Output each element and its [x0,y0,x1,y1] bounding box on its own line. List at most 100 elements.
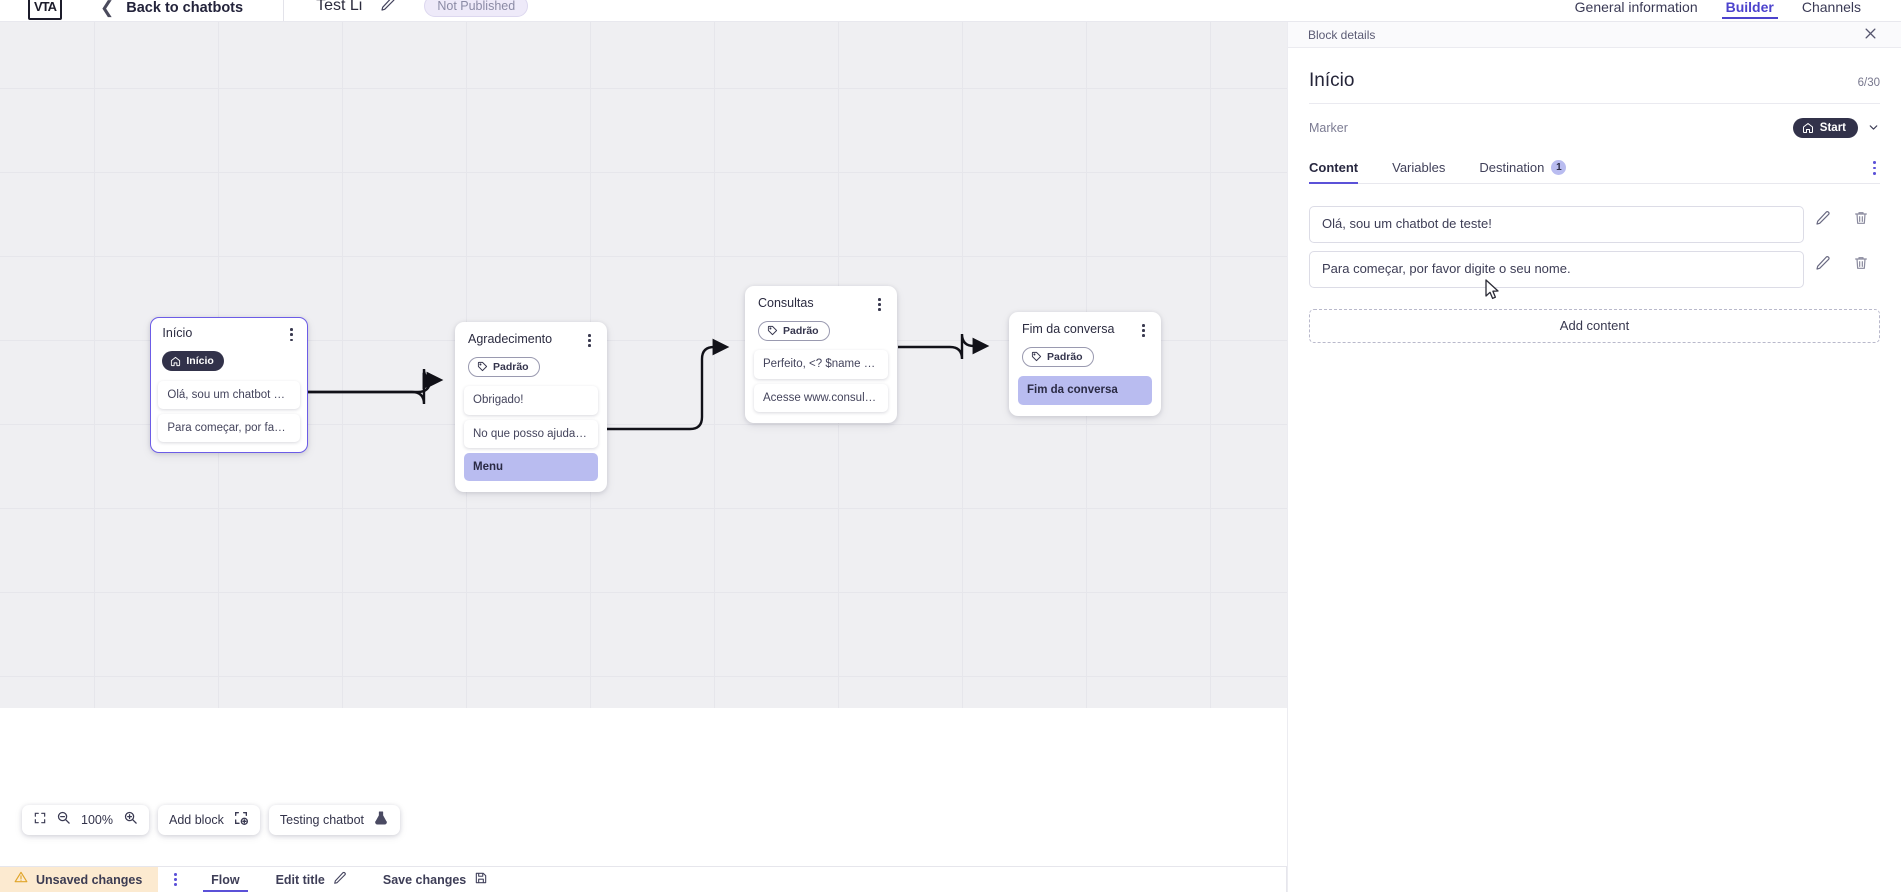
panel-tab-destination[interactable]: Destination 1 [1479,153,1567,183]
testing-chatbot-button[interactable]: Testing chatbot [268,805,400,835]
panel-tab-bar: Content Variables Destination 1 [1309,153,1880,184]
publish-status-badge: Not Published [424,0,529,17]
block-title: Início [1309,70,1355,91]
node-content-rows: Olá, sou um chatbot de teste! Para começ… [158,380,300,443]
zoom-controls-group: 100% [22,805,149,835]
node-row[interactable]: Obrigado! [464,386,598,415]
content-item-text[interactable]: Para começar, por favor digite o seu nom… [1309,250,1804,288]
node-marker-chip-default: Padrão [758,320,830,341]
pencil-icon [333,871,347,888]
flow-node-consultas[interactable]: Consultas Padrão Perfeito, <? $name ?>! … [745,286,897,424]
node-row[interactable]: Para começar, por favor digite o ... [158,414,300,443]
panel-tab-variables[interactable]: Variables [1392,153,1445,183]
marker-value-chip: Start [1792,118,1858,138]
save-changes-label: Save changes [382,872,467,887]
zoom-out-icon[interactable] [56,810,71,830]
edge-consultas-fim [898,333,990,360]
content-item-actions [1804,206,1880,226]
app-logo[interactable]: VTA [28,0,62,20]
node-row[interactable]: Olá, sou um chatbot de teste! [158,380,300,410]
node-menu-icon[interactable] [874,296,885,313]
panel-body: Início 6/30 Marker Start Content Variabl… [1288,48,1901,343]
tab-builder[interactable]: Builder [1712,0,1788,19]
unsaved-changes-indicator: Unsaved changes [0,867,159,892]
node-menu-icon[interactable] [1138,322,1149,339]
fit-screen-icon[interactable] [33,811,47,830]
content-item-list: Olá, sou um chatbot de teste! Para começ… [1309,184,1880,288]
node-row-menu[interactable]: Menu [464,453,598,482]
node-menu-icon[interactable] [584,332,595,349]
panel-overflow-menu-icon[interactable] [1869,153,1880,182]
node-row[interactable]: Perfeito, <? $name ?>! [754,350,888,379]
node-header: Fim da conversa [1018,322,1152,339]
node-title: Consultas [758,296,814,310]
trash-icon[interactable] [1842,210,1880,226]
node-marker-chip-label: Padrão [783,324,819,337]
header-divider [283,0,285,21]
node-marker-chip-start: Início [162,351,224,372]
node-row-fim[interactable]: Fim da conversa [1018,376,1152,405]
content-item-text[interactable]: Olá, sou um chatbot de teste! [1309,206,1804,243]
back-chevron-icon[interactable]: ❮ [100,0,115,17]
node-content-rows: Perfeito, <? $name ?>! Acesse www.consul… [754,350,888,413]
tab-general-information[interactable]: General information [1574,0,1698,15]
panel-title-row: Início 6/30 [1309,48,1880,104]
close-icon[interactable] [1863,26,1878,44]
flow-node-inicio[interactable]: Início Início Olá, sou um chatbot de tes… [150,317,308,453]
block-title-char-count: 6/30 [1857,77,1880,89]
marker-label: Marker [1309,121,1348,135]
edge-agradecimento-consultas [607,338,730,431]
marker-selector[interactable]: Start [1792,118,1880,138]
content-item-actions [1804,251,1880,271]
add-content-button[interactable]: Add content [1309,308,1880,343]
tag-icon [1031,352,1042,362]
node-menu-icon[interactable] [286,326,297,343]
trash-icon[interactable] [1842,255,1880,271]
flow-canvas[interactable]: Início Início Olá, sou um chatbot de tes… [0,22,1287,708]
flow-tab-label: Flow [211,872,240,887]
edit-title-button[interactable]: Edit title [258,867,365,892]
tag-icon [477,362,488,372]
node-content-rows: Obrigado! No que posso ajudar, <? $name … [464,386,598,482]
flow-node-fim-da-conversa[interactable]: Fim da conversa Padrão Fim da conversa [1009,312,1161,416]
node-content-rows: Fim da conversa [1018,376,1152,405]
block-details-panel: Block details Início 6/30 Marker Start [1287,22,1901,892]
panel-tab-content[interactable]: Content [1309,153,1359,184]
node-row[interactable]: Acesse www.consultas.com par... [754,383,888,413]
node-marker-chip-label: Padrão [1047,350,1083,363]
bottom-status-bar: Unsaved changes Flow Edit title Save cha… [0,866,1287,892]
home-icon [171,356,181,366]
panel-header-title: Block details [1308,27,1376,42]
pencil-icon[interactable] [1804,210,1842,226]
save-changes-button[interactable]: Save changes [365,867,506,892]
node-title: Início [162,326,193,341]
chevron-down-icon[interactable] [1867,121,1880,136]
flow-node-agradecimento[interactable]: Agradecimento Padrão Obrigado! No que po… [455,322,607,493]
status-bar-menu-icon[interactable] [158,872,193,887]
add-block-icon [233,810,249,831]
add-block-button[interactable]: Add block [158,805,260,835]
edit-title-label: Edit title [275,872,325,887]
node-title: Agradecimento [468,332,553,346]
destination-count-badge: 1 [1551,160,1567,175]
pencil-icon[interactable] [1804,255,1842,271]
panel-header: Block details [1288,22,1901,48]
node-title: Fim da conversa [1022,322,1115,336]
tab-channels[interactable]: Channels [1801,0,1861,15]
back-to-chatbots-link[interactable]: Back to chatbots [126,0,244,16]
node-row[interactable]: No que posso ajudar, <? $name ... [464,419,598,449]
flow-edges [308,333,990,431]
statusbar-spacer [506,867,1286,892]
zoom-in-icon[interactable] [123,810,138,830]
statusbar-tab-flow[interactable]: Flow [193,867,257,892]
tag-icon [767,326,778,336]
node-marker-chip-label: Início [186,355,214,368]
bot-name-label: Test Li [316,0,363,14]
edit-bot-name-icon[interactable] [380,0,396,17]
panel-tab-label: Variables [1392,160,1446,175]
flask-icon [373,810,389,831]
zoom-level-label: 100% [81,813,113,827]
warning-triangle-icon [14,870,28,889]
marker-value-label: Start [1819,122,1846,134]
testing-chatbot-label: Testing chatbot [279,813,364,827]
